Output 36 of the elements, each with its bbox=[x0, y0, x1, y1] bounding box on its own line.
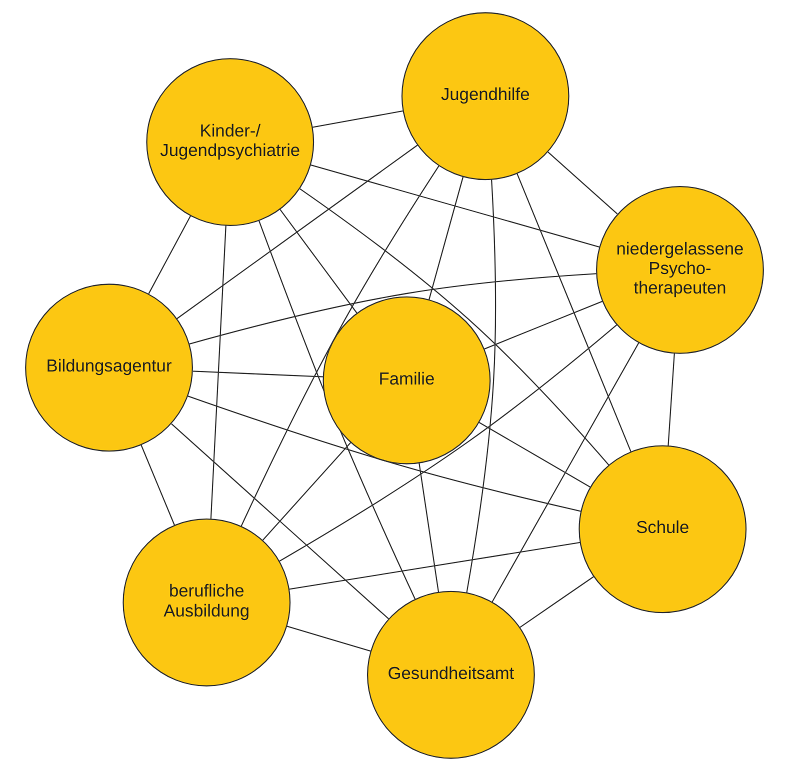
connector bbox=[516, 173, 632, 452]
connector bbox=[286, 626, 372, 652]
connector bbox=[279, 208, 358, 314]
connector bbox=[519, 576, 594, 628]
connector bbox=[148, 215, 192, 294]
connector bbox=[140, 444, 176, 526]
node-circle: Schule bbox=[578, 445, 747, 614]
connector bbox=[289, 542, 580, 590]
connector bbox=[210, 225, 226, 519]
connector bbox=[312, 110, 404, 128]
connector bbox=[548, 152, 618, 214]
connector bbox=[484, 300, 603, 350]
connector bbox=[192, 370, 324, 378]
node-circle: berufliche Ausbildung bbox=[122, 518, 291, 686]
connector bbox=[188, 395, 582, 512]
node-circle: Jugendhilfe bbox=[401, 12, 570, 180]
connector bbox=[176, 144, 418, 320]
connector bbox=[310, 164, 600, 248]
connector bbox=[492, 342, 640, 603]
connector bbox=[466, 179, 496, 593]
connector bbox=[418, 462, 440, 592]
node-circle: Gesundheitsamt bbox=[366, 590, 535, 759]
connector bbox=[300, 188, 610, 466]
connector bbox=[478, 422, 591, 488]
connector bbox=[258, 220, 416, 600]
node-circle: niedergelassene Psycho- therapeuten bbox=[596, 186, 764, 354]
connector bbox=[279, 324, 618, 562]
connector bbox=[668, 353, 675, 446]
node-circle: Familie bbox=[322, 296, 491, 464]
connector bbox=[262, 442, 352, 541]
connector bbox=[240, 165, 440, 527]
connector bbox=[171, 423, 389, 620]
node-circle: Bildungsagentur bbox=[25, 284, 193, 452]
connector bbox=[428, 176, 464, 300]
node-circle: Kinder-/ Jugendpsychiatrie bbox=[146, 58, 314, 226]
connector bbox=[188, 273, 596, 345]
